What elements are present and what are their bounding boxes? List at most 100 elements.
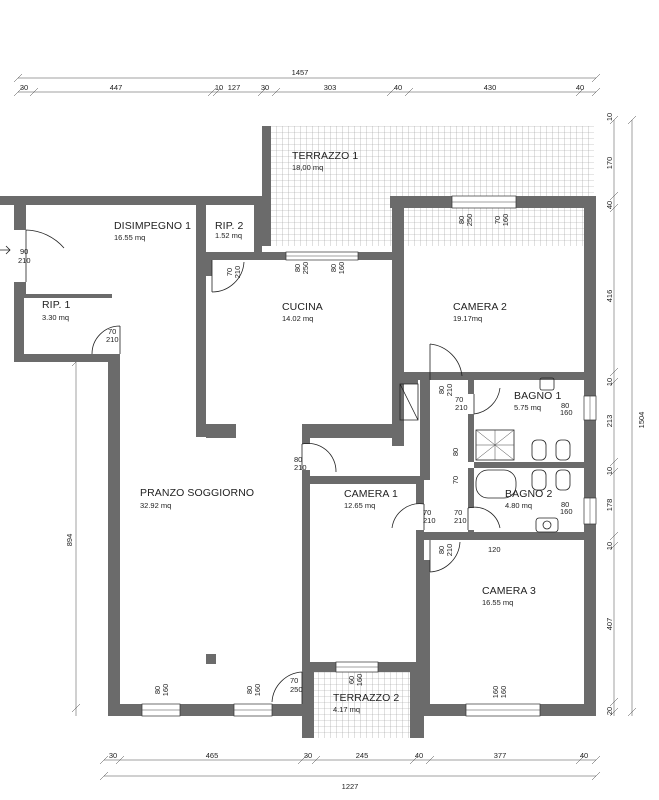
svg-text:80: 80 bbox=[153, 686, 162, 694]
svg-text:30: 30 bbox=[20, 83, 28, 92]
svg-text:430: 430 bbox=[484, 83, 497, 92]
svg-text:40: 40 bbox=[576, 83, 584, 92]
room-terrazzo-2: TERRAZZO 2 4.17 mq bbox=[333, 692, 399, 714]
svg-text:16.55 mq: 16.55 mq bbox=[482, 598, 513, 607]
svg-text:5.75 mq: 5.75 mq bbox=[514, 403, 541, 412]
svg-text:250: 250 bbox=[301, 262, 310, 275]
svg-text:377: 377 bbox=[494, 751, 507, 760]
svg-text:3.30 mq: 3.30 mq bbox=[42, 313, 69, 322]
svg-text:CUCINA: CUCINA bbox=[282, 301, 323, 313]
svg-text:30: 30 bbox=[261, 83, 269, 92]
svg-text:210: 210 bbox=[423, 516, 436, 525]
svg-text:80: 80 bbox=[329, 264, 338, 272]
room-pranzo-soggiorno: PRANZO SOGGIORNO 32.92 mq bbox=[140, 487, 254, 510]
dim-left-side: 894 bbox=[65, 534, 74, 547]
room-terrazzo-1: TERRAZZO 1 18,00 mq bbox=[292, 150, 358, 172]
dim-bottom-total: 1227 bbox=[342, 782, 359, 791]
svg-text:160: 160 bbox=[499, 686, 508, 699]
top-dimension-lines bbox=[13, 73, 601, 97]
terrace-2-floor bbox=[314, 672, 410, 738]
svg-text:10: 10 bbox=[605, 467, 614, 475]
svg-text:210: 210 bbox=[454, 516, 467, 525]
svg-text:TERRAZZO 1: TERRAZZO 1 bbox=[292, 150, 358, 162]
dim-right-segments: 10 170 40 416 10 213 10 178 10 407 20 bbox=[605, 113, 614, 715]
svg-text:178: 178 bbox=[605, 499, 614, 512]
bathroom-fixtures bbox=[475, 377, 571, 533]
column-marker bbox=[206, 654, 216, 664]
svg-text:210: 210 bbox=[445, 544, 454, 557]
svg-text:70: 70 bbox=[423, 508, 431, 517]
svg-text:160: 160 bbox=[161, 684, 170, 697]
svg-text:4.17 mq: 4.17 mq bbox=[333, 705, 360, 714]
svg-text:80: 80 bbox=[293, 264, 302, 272]
room-bagno-2: BAGNO 2 4.80 mq bbox=[505, 488, 552, 510]
svg-text:40: 40 bbox=[394, 83, 402, 92]
svg-text:20: 20 bbox=[605, 707, 614, 715]
dim-top-total: 1457 bbox=[292, 68, 309, 77]
svg-text:90: 90 bbox=[20, 247, 28, 256]
svg-text:70: 70 bbox=[451, 476, 460, 484]
svg-text:80: 80 bbox=[437, 386, 446, 394]
svg-text:70: 70 bbox=[454, 508, 462, 517]
svg-text:DISIMPEGNO 1: DISIMPEGNO 1 bbox=[114, 220, 191, 232]
svg-text:80: 80 bbox=[294, 455, 302, 464]
svg-text:40: 40 bbox=[580, 751, 588, 760]
svg-text:210: 210 bbox=[18, 256, 31, 265]
svg-text:160: 160 bbox=[560, 408, 573, 417]
svg-text:40: 40 bbox=[415, 751, 423, 760]
bottom-dimension-lines bbox=[99, 755, 601, 781]
door-swings bbox=[25, 229, 501, 704]
svg-text:80: 80 bbox=[451, 448, 460, 456]
svg-text:120: 120 bbox=[488, 545, 501, 554]
room-bagno-1: BAGNO 1 5.75 mq bbox=[514, 390, 561, 412]
svg-text:127: 127 bbox=[228, 83, 241, 92]
room-camera-3: CAMERA 3 16.55 mq bbox=[482, 585, 536, 607]
svg-text:160: 160 bbox=[253, 684, 262, 697]
svg-text:210: 210 bbox=[294, 463, 307, 472]
svg-text:16.55 mq: 16.55 mq bbox=[114, 233, 145, 242]
svg-text:70: 70 bbox=[225, 268, 234, 276]
svg-text:250: 250 bbox=[290, 685, 303, 694]
svg-text:10: 10 bbox=[605, 113, 614, 121]
svg-text:70: 70 bbox=[290, 676, 298, 685]
svg-text:245: 245 bbox=[356, 751, 369, 760]
terrace-1-floor bbox=[270, 126, 594, 246]
svg-text:213: 213 bbox=[605, 415, 614, 428]
room-disimpegno-1: DISIMPEGNO 1 16.55 mq bbox=[114, 220, 191, 242]
right-dimension-lines bbox=[609, 115, 637, 717]
svg-text:30: 30 bbox=[304, 751, 312, 760]
svg-text:18,00 mq: 18,00 mq bbox=[292, 163, 323, 172]
dim-top-segments: 30 447 10 127 30 303 40 430 40 bbox=[20, 83, 584, 92]
svg-text:PRANZO SOGGIORNO: PRANZO SOGGIORNO bbox=[140, 487, 254, 499]
svg-text:416: 416 bbox=[605, 290, 614, 303]
svg-text:160: 160 bbox=[355, 674, 364, 687]
svg-text:19.17mq: 19.17mq bbox=[453, 314, 482, 323]
room-rip-2: RIP. 2 1.52 mq bbox=[215, 220, 243, 240]
svg-text:160: 160 bbox=[337, 262, 346, 275]
svg-text:RIP. 2: RIP. 2 bbox=[215, 220, 243, 232]
svg-text:80: 80 bbox=[437, 546, 446, 554]
walls bbox=[0, 126, 596, 738]
svg-text:BAGNO 2: BAGNO 2 bbox=[505, 488, 552, 500]
svg-text:80: 80 bbox=[561, 401, 569, 410]
svg-text:32.92 mq: 32.92 mq bbox=[140, 501, 171, 510]
svg-text:10: 10 bbox=[215, 83, 223, 92]
svg-text:40: 40 bbox=[605, 201, 614, 209]
svg-text:407: 407 bbox=[605, 618, 614, 631]
dim-bottom-segments: 30 465 30 245 40 377 40 bbox=[109, 751, 588, 760]
svg-text:10: 10 bbox=[605, 542, 614, 550]
svg-text:CAMERA 3: CAMERA 3 bbox=[482, 585, 536, 597]
svg-text:170: 170 bbox=[605, 157, 614, 170]
svg-text:TERRAZZO 2: TERRAZZO 2 bbox=[333, 692, 399, 704]
svg-text:30: 30 bbox=[109, 751, 117, 760]
svg-text:80: 80 bbox=[561, 500, 569, 509]
entrance-arrow-icon bbox=[0, 245, 11, 255]
svg-text:210: 210 bbox=[455, 403, 468, 412]
svg-text:10: 10 bbox=[605, 378, 614, 386]
svg-text:60: 60 bbox=[347, 676, 356, 684]
svg-text:210: 210 bbox=[106, 335, 119, 344]
windows bbox=[141, 195, 597, 717]
svg-text:14.02 mq: 14.02 mq bbox=[282, 314, 313, 323]
svg-text:4.80 mq: 4.80 mq bbox=[505, 501, 532, 510]
